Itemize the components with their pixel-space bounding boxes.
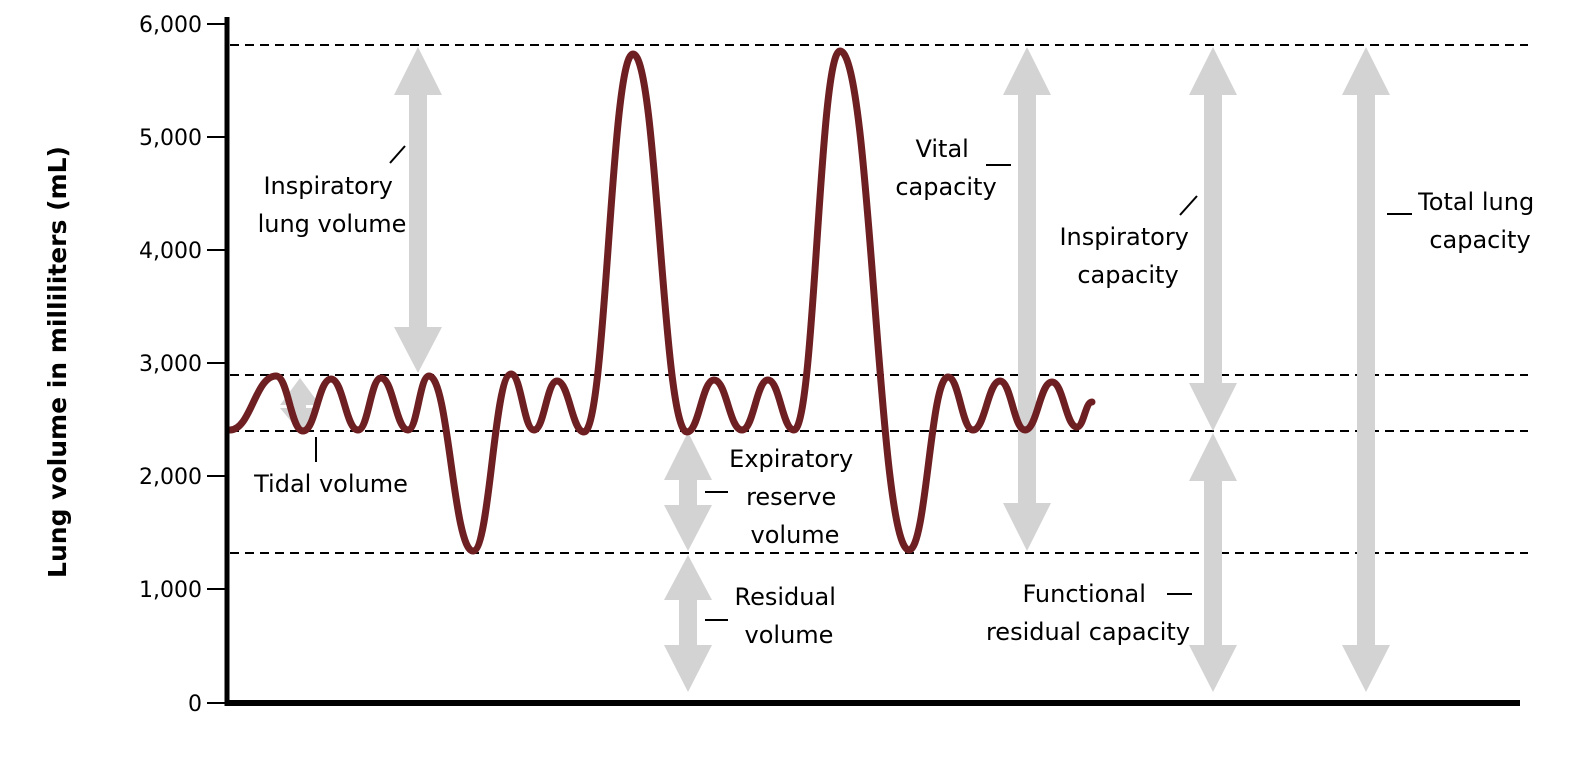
total-lung-capacity-label: Total lung capacity [1417,188,1542,254]
leader-lines [315,145,1412,621]
annotations: Inspiratory lung volume Tidal volume Exp… [253,135,1542,649]
y-tick-label: 5,000 [139,126,202,151]
inspiratory-lung-volume-label: Inspiratory lung volume [258,172,407,238]
y-tick-label: 4,000 [139,239,202,264]
functional-residual-capacity-arrow [1189,433,1237,692]
axes [207,17,1520,706]
y-tick-label: 1,000 [139,578,202,603]
inspiratory-lung-volume-arrow [394,47,442,373]
y-tick-label: 0 [188,692,202,717]
vital-capacity-label: Vital capacity [895,135,996,201]
residual-volume-label: Residual volume [735,583,844,649]
tidal-volume-label: Tidal volume [253,470,408,498]
inspiratory-capacity-arrow [1189,47,1237,431]
y-tick-label: 2,000 [139,465,202,490]
inspiratory-capacity-leader [1179,195,1198,216]
y-axis-title: Lung volume in milliliters (mL) [43,146,72,578]
vital-capacity-arrow [1003,47,1051,551]
inspiratory-capacity-label: Inspiratory capacity [1059,223,1196,289]
volume-arrows [280,47,1390,692]
y-tick-labels: 6,000 5,000 4,000 3,000 2,000 1,000 0 [139,13,202,717]
y-tick-label: 6,000 [139,13,202,38]
y-tick-label: 3,000 [139,352,202,377]
residual-volume-arrow [664,555,712,692]
functional-residual-capacity-label: Functional residual capacity [986,580,1190,646]
expiratory-reserve-volume-arrow [664,432,712,551]
expiratory-reserve-volume-label: Expiratory reserve volume [729,445,861,549]
breathing-trace [226,47,1096,555]
total-lung-capacity-arrow [1342,47,1390,692]
inspiratory-lung-volume-leader [389,145,406,164]
